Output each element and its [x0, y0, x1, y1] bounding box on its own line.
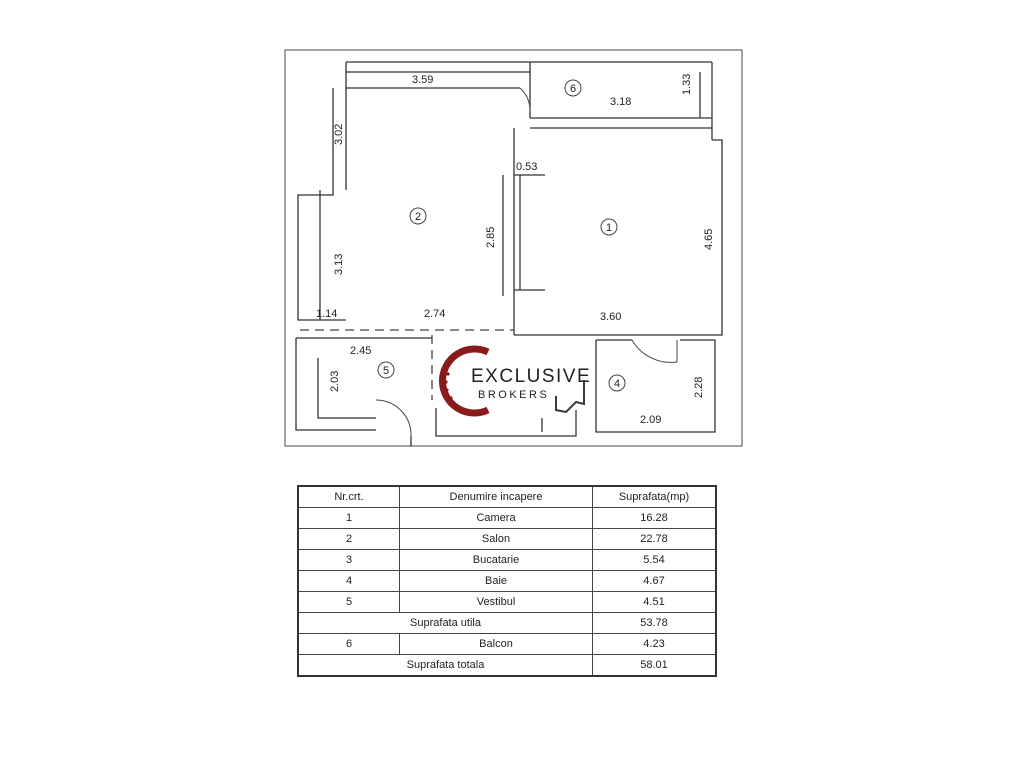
dim-label: 2.28 — [693, 377, 705, 398]
dim-label: 1.14 — [316, 308, 337, 320]
dim-label: 0.53 — [516, 161, 537, 173]
salon-left-wall — [297, 88, 347, 321]
top-wall — [345, 61, 712, 89]
cell-nr: 2 — [297, 528, 400, 550]
room-marker-4: 4 — [608, 374, 626, 392]
cell-nr: 6 — [297, 633, 400, 655]
cell-name: Baie — [399, 570, 593, 592]
dim-label: 1.33 — [681, 74, 693, 95]
dim-label: 4.65 — [703, 229, 715, 250]
table-row-utila: Suprafata utila 53.78 — [297, 612, 717, 634]
cell-nr: 1 — [297, 507, 400, 529]
balcony-walls — [529, 62, 713, 140]
cell-name: Bucatarie — [399, 549, 593, 571]
cell-area: 4.23 — [592, 633, 717, 655]
kitchen-walls — [410, 408, 577, 446]
dim-label: 3.18 — [610, 96, 631, 108]
dim-label: 3.02 — [333, 124, 345, 145]
outer-frame — [284, 49, 743, 447]
dim-label: 2.45 — [350, 345, 371, 357]
cell-area: 4.67 — [592, 570, 717, 592]
dim-label: 3.60 — [600, 311, 621, 323]
cell-nr: 3 — [297, 549, 400, 571]
logo-line1: EXCLUSIVE — [471, 366, 591, 387]
vestibul-door-arc — [375, 399, 412, 437]
table-row-balcon: 6 Balcon 4.23 — [297, 633, 717, 655]
dim-label: 2.74 — [424, 308, 445, 320]
cell-area: 22.78 — [592, 528, 717, 550]
header-area: Suprafata(mp) — [592, 485, 717, 508]
table-row: 1 Camera 16.28 — [297, 507, 717, 529]
table-row: 4 Baie 4.67 — [297, 570, 717, 592]
logo-emblem — [555, 380, 585, 414]
cell-totala-area: 58.01 — [592, 654, 717, 677]
cell-nr: 5 — [297, 591, 400, 613]
table-header-row: Nr.crt. Denumire incapere Suprafata(mp) — [297, 485, 717, 508]
logo-ring — [438, 345, 490, 417]
logo-line2: BROKERS — [478, 389, 549, 401]
cell-name: Camera — [399, 507, 593, 529]
room-marker-1: 1 — [600, 218, 618, 236]
cell-nr: 4 — [297, 570, 400, 592]
cell-name: Salon — [399, 528, 593, 550]
cell-totala-label: Suprafata totala — [297, 654, 593, 677]
header-nr: Nr.crt. — [297, 485, 400, 508]
cell-name: Vestibul — [399, 591, 593, 613]
exclusive-brokers-logo: EXCLUSIVE BROKERS — [438, 345, 591, 417]
room-marker-6: 6 — [564, 79, 582, 97]
area-table-wrap: Nr.crt. Denumire incapere Suprafata(mp) … — [297, 485, 717, 677]
dim-label: 3.13 — [333, 254, 345, 275]
area-table: Nr.crt. Denumire incapere Suprafata(mp) … — [297, 485, 717, 677]
room-number: 2 — [415, 211, 421, 223]
cell-name: Balcon — [399, 633, 593, 655]
room-marker-2: 2 — [409, 207, 427, 225]
room-number: 5 — [383, 365, 389, 377]
bath-door-arc — [631, 339, 678, 363]
dim-label: 2.03 — [329, 371, 341, 392]
cell-utila-label: Suprafata utila — [297, 612, 593, 634]
vestibul-walls — [295, 337, 432, 431]
room-marker-5: 5 — [377, 361, 395, 379]
right-wall — [514, 139, 723, 336]
dim-label: 2.09 — [640, 414, 661, 426]
closet — [502, 174, 545, 296]
cell-area: 5.54 — [592, 549, 717, 571]
table-row: 5 Vestibul 4.51 — [297, 591, 717, 613]
table-row: 3 Bucatarie 5.54 — [297, 549, 717, 571]
header-name: Denumire incapere — [399, 485, 593, 508]
bath-walls — [595, 339, 716, 433]
balcony-door-arc — [519, 87, 531, 113]
room-number: 1 — [606, 222, 612, 234]
table-row: 2 Salon 22.78 — [297, 528, 717, 550]
room-number: 4 — [614, 378, 620, 390]
table-row-totala: Suprafata totala 58.01 — [297, 654, 717, 677]
room-number: 6 — [570, 83, 576, 95]
dim-label: 3.59 — [412, 74, 433, 86]
floor-plan: 3.59 3.18 1.33 3.02 0.53 2.85 4.65 3.13 … — [284, 49, 743, 447]
cell-area: 4.51 — [592, 591, 717, 613]
dim-label: 2.85 — [485, 227, 497, 248]
cell-utila-area: 53.78 — [592, 612, 717, 634]
cell-area: 16.28 — [592, 507, 717, 529]
